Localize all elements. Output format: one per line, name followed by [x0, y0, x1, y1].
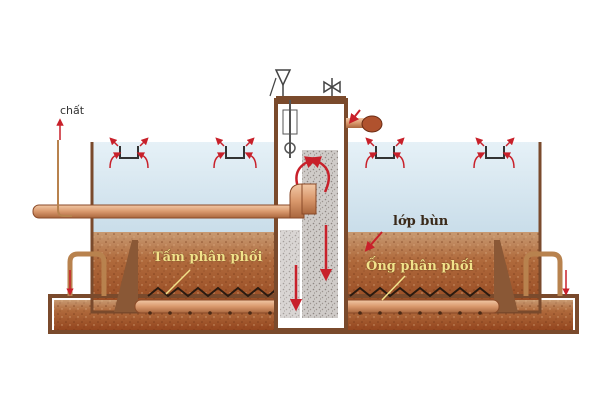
feed-line [57, 140, 72, 217]
label-top-left: chất [60, 104, 85, 117]
overflow-weirs [119, 146, 505, 159]
gas-motor-icon [361, 115, 383, 133]
distribution-plate [147, 286, 289, 298]
right-baffle [494, 240, 518, 312]
sludge-arrow [364, 231, 383, 252]
gravel-core [302, 150, 338, 318]
gauge-icon [274, 69, 292, 87]
valve-icon [323, 80, 341, 94]
left-siphon [67, 251, 107, 296]
inlet-pipe [32, 204, 304, 219]
label-distribution-pipe: Ống phân phối [366, 259, 474, 274]
column-top [276, 96, 346, 104]
distribution-plate-right [349, 286, 491, 298]
left-baffle [114, 240, 138, 312]
right-siphon [523, 251, 563, 296]
label-sludge-layer: lớp bùn [393, 214, 449, 229]
label-distribution-plate: Tấm phân phối [153, 250, 263, 265]
